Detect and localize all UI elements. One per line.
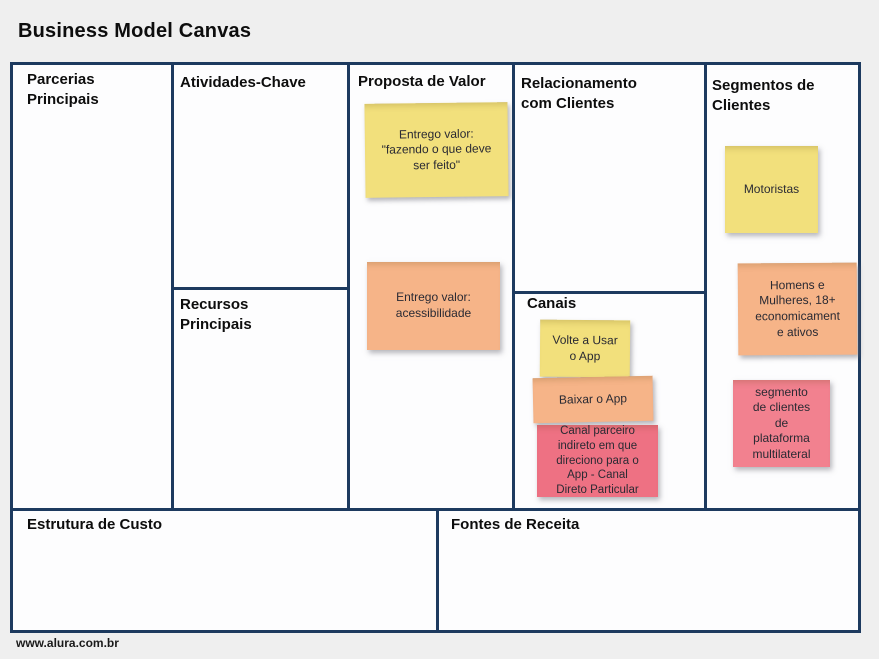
- divider-proposta-relacionamento: [512, 65, 515, 511]
- divider-relacionamento-canais: [512, 291, 707, 294]
- section-label-fontes-de-receita: Fontes de Receita: [451, 516, 580, 533]
- page-title: Business Model Canvas: [18, 20, 252, 42]
- sticky-note-volte-a-usar-o-app[interactable]: Volte a Usar o App: [539, 319, 631, 378]
- divider-relacionamento-segmentos: [704, 65, 707, 511]
- section-label-recursos-principais: Recursos Principais: [180, 296, 252, 333]
- business-model-canvas: Parcerias Principais Atividades-Chave Re…: [10, 62, 861, 633]
- section-label-segmentos-de-clientes: Segmentos de Clientes: [712, 77, 815, 114]
- sticky-note-homens-e-mulheres[interactable]: Homens e Mulheres, 18+ economicament e a…: [737, 262, 858, 356]
- section-label-atividades-chave: Atividades-Chave: [180, 74, 306, 91]
- sticky-note-entrego-valor-feito[interactable]: Entrego valor: "fazendo o que deve ser f…: [364, 102, 509, 198]
- footer-url: www.alura.com.br: [16, 636, 119, 650]
- sticky-note-baixar-o-app[interactable]: Baixar o App: [532, 375, 654, 424]
- section-label-relacionamento-com-clientes: Relacionamento com Clientes: [521, 75, 637, 112]
- divider-top-bottom-zones: [13, 508, 858, 511]
- sticky-note-entrego-valor-acessibilidade[interactable]: Entrego valor: acessibilidade: [367, 262, 500, 350]
- section-label-canais: Canais: [527, 295, 577, 312]
- sticky-note-motoristas[interactable]: Motoristas: [725, 146, 818, 233]
- sticky-note-canal-parceiro-indireto[interactable]: Canal parceiro indireto em que direciono…: [537, 425, 658, 497]
- divider-estrutura-fontes: [436, 508, 439, 630]
- section-label-parcerias-principais: Parcerias Principais: [27, 71, 99, 108]
- section-label-estrutura-de-custo: Estrutura de Custo: [27, 516, 163, 533]
- divider-atividades-recursos: [171, 287, 350, 290]
- sticky-note-segmento-plataforma-multilateral[interactable]: segmento de clientes de plataforma multi…: [733, 380, 830, 467]
- section-label-proposta-de-valor: Proposta de Valor: [358, 73, 486, 90]
